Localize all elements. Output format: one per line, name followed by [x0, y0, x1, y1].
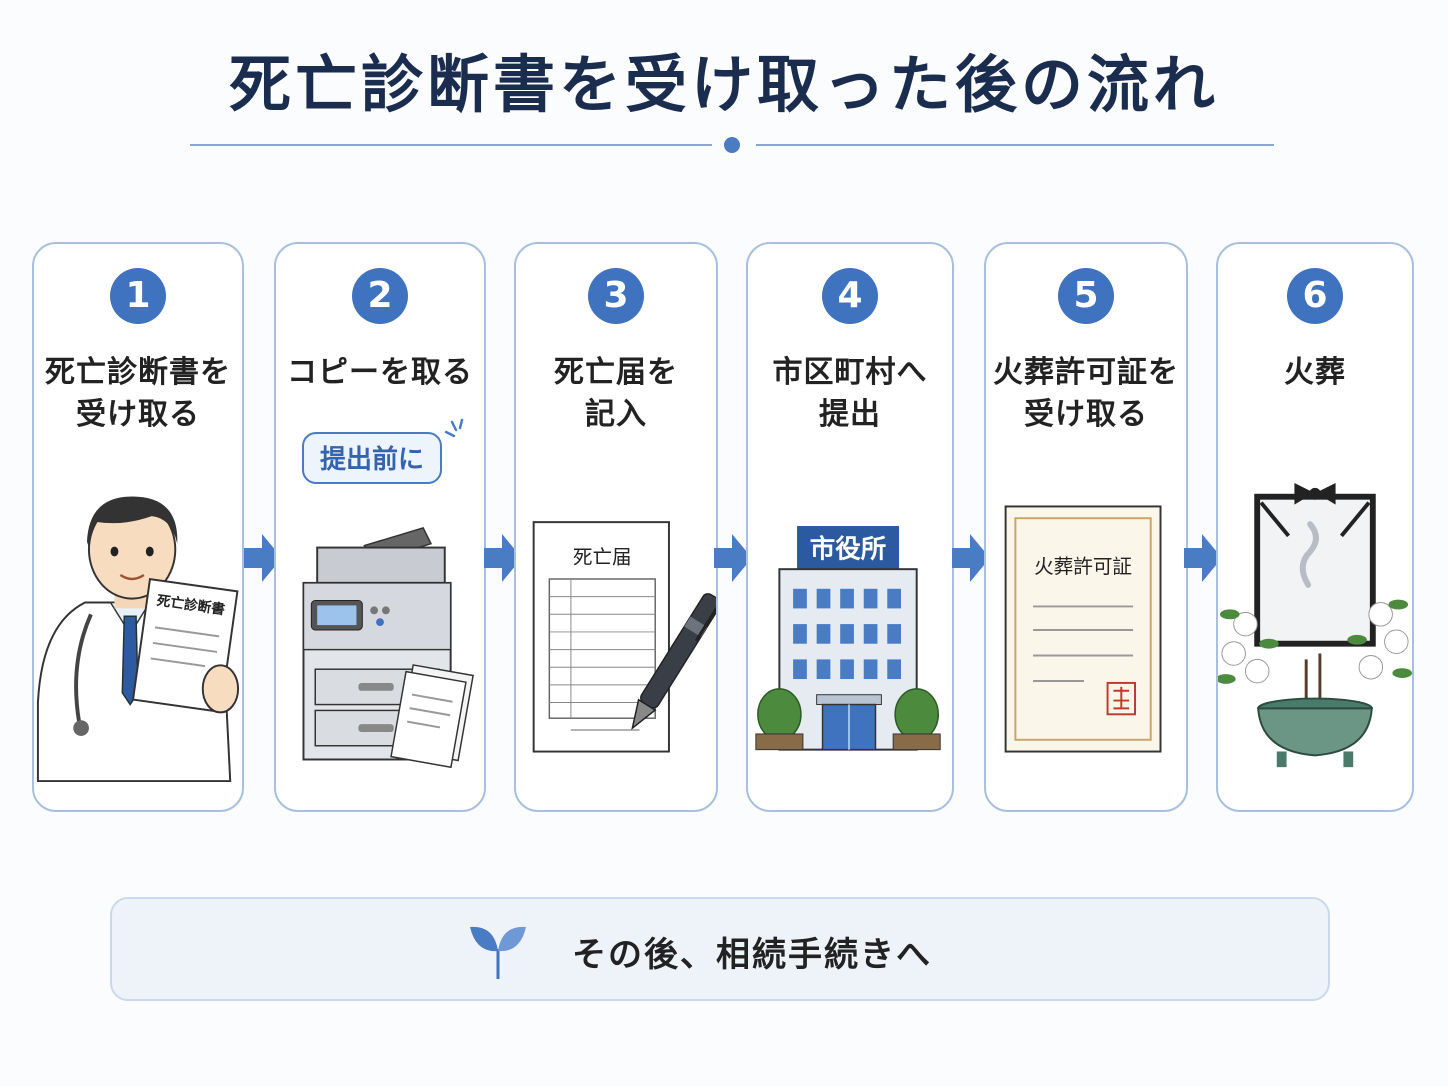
step-number: 1 [110, 268, 166, 324]
city-hall-illustration: 市役所 [755, 526, 941, 751]
step-label: 市区町村へ提出 [772, 355, 928, 432]
step-number: 3 [588, 268, 644, 324]
sparkle-icon [444, 418, 464, 438]
doctor-illustration: 死亡診断書 [36, 496, 240, 783]
cremation-permit-illustration: 火葬許可証 [1004, 505, 1162, 753]
arrow-icon [1184, 534, 1222, 582]
copier-illustration [302, 527, 474, 769]
step-number: 6 [1287, 268, 1343, 324]
permit-title: 火葬許可証 [1034, 555, 1132, 578]
step-label: 死亡届を記入 [554, 355, 678, 432]
funeral-altar-illustration [1218, 483, 1412, 768]
step-label: 火葬 [1284, 355, 1346, 390]
step-card-1: 1 死亡診断書を受け取る 死亡診断書 [32, 242, 244, 812]
step-card-5: 5 火葬許可証を受け取る 火葬許可証 [984, 242, 1188, 812]
step-card-2: 2 コピーを取る 提出前に [274, 242, 486, 812]
step-card-3: 3 死亡届を記入 死亡届 [514, 242, 718, 812]
form-title: 死亡届 [573, 545, 632, 568]
city-hall-sign: 市役所 [810, 534, 887, 564]
sprout-icon [470, 926, 526, 979]
page-title: 死亡診断書を受け取った後の流れ [228, 48, 1219, 121]
step-label: 死亡診断書を受け取る [45, 355, 231, 432]
footer-banner: その後、相続手続きへ [110, 897, 1330, 1001]
step-number: 2 [352, 268, 408, 324]
step-card-4: 4 市区町村へ提出 市役所 [746, 242, 954, 812]
death-registration-form-illustration: 死亡届 [532, 521, 716, 753]
step-label: コピーを取る [287, 355, 473, 390]
before-submission-badge: 提出前に [302, 432, 442, 484]
arrow-icon [952, 534, 990, 582]
step-label: 火葬許可証を受け取る [993, 355, 1179, 432]
title-divider [190, 136, 1274, 156]
arrow-icon [244, 534, 282, 582]
footer-text: その後、相続手続きへ [572, 935, 932, 975]
step-number: 5 [1058, 268, 1114, 324]
seal-stamp-icon [1106, 681, 1136, 716]
divider-dot [724, 137, 740, 153]
step-number: 4 [822, 268, 878, 324]
arrow-icon [484, 534, 522, 582]
step-card-6: 6 火葬 [1216, 242, 1414, 812]
arrow-icon [714, 534, 752, 582]
